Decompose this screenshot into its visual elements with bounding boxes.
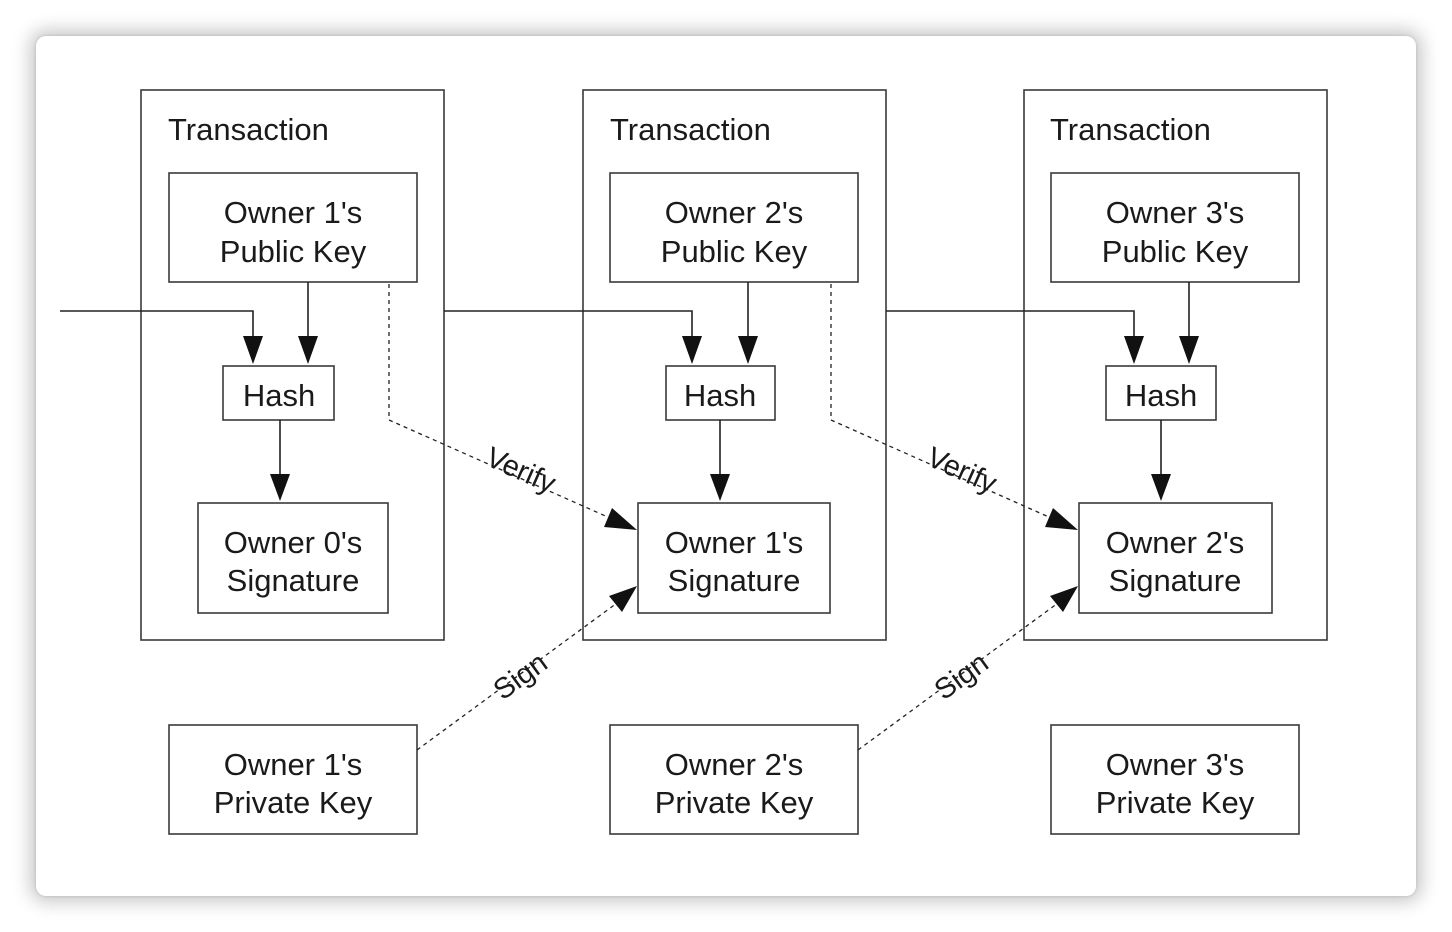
hash-box bbox=[222, 365, 335, 421]
transaction-title: Transaction bbox=[1050, 112, 1211, 147]
sign-label: Sign bbox=[929, 647, 995, 707]
hash-label: Hash bbox=[684, 378, 756, 413]
public-key-box bbox=[168, 172, 418, 283]
verify-line-1 bbox=[388, 284, 611, 519]
signature-label-line2: Signature bbox=[1109, 563, 1242, 598]
hash-label: Hash bbox=[243, 378, 315, 413]
arrowhead bbox=[604, 508, 637, 530]
public-key-label-line2: Public Key bbox=[661, 234, 808, 269]
hash-to-signature-arrows bbox=[270, 420, 1171, 501]
public-key-label-line2: Public Key bbox=[220, 234, 367, 269]
sign-line-1 bbox=[416, 602, 618, 751]
chain-connectors bbox=[60, 310, 1144, 364]
private-key-label-line2: Private Key bbox=[1096, 785, 1255, 820]
private-key-box bbox=[609, 724, 859, 835]
signature-label-line1: Owner 2's bbox=[1106, 525, 1245, 560]
arrowhead bbox=[1124, 336, 1144, 364]
private-key-box bbox=[1050, 724, 1300, 835]
transaction-2: Transaction Owner 2's Public Key Hash Ow… bbox=[582, 89, 887, 641]
signature-label-line1: Owner 0's bbox=[224, 525, 363, 560]
transaction-title: Transaction bbox=[610, 112, 771, 147]
arrowhead bbox=[1050, 586, 1078, 612]
sign-label: Sign bbox=[488, 647, 554, 707]
public-key-label-line1: Owner 1's bbox=[224, 195, 363, 230]
hash-box bbox=[665, 365, 776, 421]
verify-label: Verify bbox=[922, 441, 1002, 500]
arrowhead bbox=[1151, 474, 1171, 501]
arrowhead bbox=[682, 336, 702, 364]
verify-label: Verify bbox=[481, 441, 561, 500]
signature-label-line1: Owner 1's bbox=[665, 525, 804, 560]
signature-box bbox=[637, 502, 831, 614]
verify-line-2 bbox=[830, 284, 1052, 519]
sign-line-2 bbox=[857, 602, 1059, 751]
arrowhead bbox=[1179, 336, 1199, 364]
arrowhead bbox=[710, 474, 730, 501]
private-key-label-line2: Private Key bbox=[655, 785, 814, 820]
transaction-1: Transaction Owner 1's Public Key Hash Ow… bbox=[140, 89, 445, 641]
public-key-to-hash-arrows bbox=[298, 282, 1199, 364]
transaction-title: Transaction bbox=[168, 112, 329, 147]
arrowhead bbox=[738, 336, 758, 364]
hash-box bbox=[1105, 365, 1217, 421]
signature-box bbox=[197, 502, 389, 614]
private-key-label-line1: Owner 1's bbox=[224, 747, 363, 782]
signature-box bbox=[1078, 502, 1273, 614]
arrowhead bbox=[243, 336, 263, 364]
public-key-box bbox=[609, 172, 859, 283]
arrowhead bbox=[270, 474, 290, 501]
transaction-frame bbox=[1023, 89, 1328, 641]
private-key-label-line1: Owner 3's bbox=[1106, 747, 1245, 782]
arrowhead bbox=[609, 586, 637, 612]
private-key-label-line1: Owner 2's bbox=[665, 747, 804, 782]
private-key-3: Owner 3's Private Key bbox=[1050, 724, 1300, 835]
private-key-label-line2: Private Key bbox=[214, 785, 373, 820]
private-key-2: Owner 2's Private Key bbox=[609, 724, 859, 835]
hash-label: Hash bbox=[1125, 378, 1197, 413]
chain-connector-2-3 bbox=[886, 310, 1135, 340]
transaction-3: Transaction Owner 3's Public Key Hash Ow… bbox=[1023, 89, 1328, 641]
chain-connector-1-2 bbox=[444, 310, 693, 340]
transaction-frame bbox=[582, 89, 887, 641]
private-key-box bbox=[168, 724, 418, 835]
signature-label-line2: Signature bbox=[668, 563, 801, 598]
public-key-label-line1: Owner 3's bbox=[1106, 195, 1245, 230]
public-key-label-line2: Public Key bbox=[1102, 234, 1249, 269]
transaction-frame bbox=[140, 89, 445, 641]
chain-connector-in bbox=[60, 310, 254, 340]
public-key-label-line1: Owner 2's bbox=[665, 195, 804, 230]
signature-label-line2: Signature bbox=[227, 563, 360, 598]
arrowhead bbox=[298, 336, 318, 364]
arrowhead bbox=[1045, 508, 1078, 530]
private-key-1: Owner 1's Private Key bbox=[168, 724, 418, 835]
public-key-box bbox=[1050, 172, 1300, 283]
